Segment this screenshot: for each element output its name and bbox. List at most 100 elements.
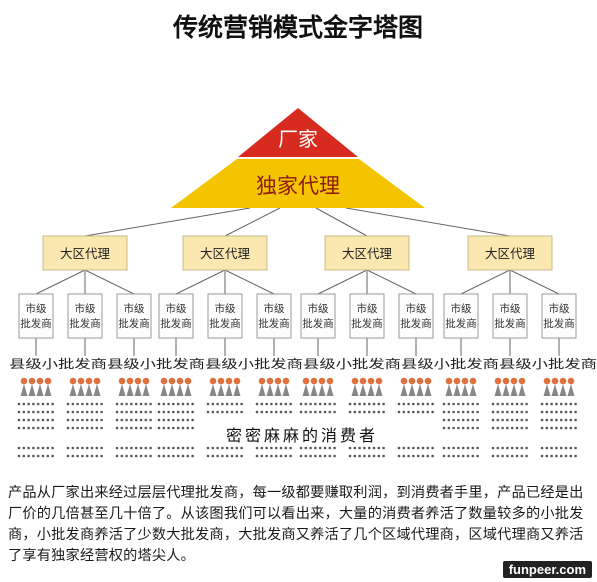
consumer-dot <box>309 410 312 414</box>
consumer-dot <box>333 454 336 458</box>
consumer-dot <box>476 446 479 450</box>
consumer-dot <box>191 418 194 422</box>
consumer-dot <box>496 446 500 450</box>
consumer-dot <box>564 426 568 430</box>
consumer-dot <box>515 426 519 430</box>
consumer-dot <box>491 402 495 406</box>
consumer-dot <box>353 410 357 414</box>
person-figure-head <box>126 377 134 385</box>
consumer-dot <box>452 426 455 430</box>
consumer-dot <box>120 410 124 414</box>
consumer-dot <box>66 426 70 430</box>
consumer-dot <box>162 418 166 422</box>
person-figure-head <box>69 377 77 385</box>
consumer-dot <box>442 418 446 422</box>
consumer-dot <box>540 418 544 422</box>
person-figure-body <box>69 384 77 396</box>
city-wholesaler-label: 批发商 <box>20 317 52 330</box>
consumer-dot <box>186 418 190 422</box>
consumer-dot <box>540 446 544 450</box>
consumer-dot <box>407 454 410 458</box>
consumer-dot <box>452 418 455 422</box>
consumer-dot <box>167 454 170 458</box>
person-figure-head <box>44 377 52 385</box>
consumer-dot <box>471 446 475 450</box>
regional-agent-label: 大区代理 <box>200 246 251 261</box>
consumer-dot <box>157 446 161 450</box>
person-figure-body <box>326 384 334 396</box>
consumer-dot <box>162 402 166 406</box>
person-figure-body <box>310 384 318 396</box>
connector-line <box>224 207 281 237</box>
consumer-dot <box>125 410 128 414</box>
consumer-dot <box>309 454 312 458</box>
consumer-dot <box>167 426 170 430</box>
consumer-dot <box>559 418 563 422</box>
consumer-dot <box>407 410 410 414</box>
watermark: funpeer.com <box>502 561 592 578</box>
consumer-dot <box>149 402 152 406</box>
consumer-dot <box>559 446 563 450</box>
consumer-dot <box>260 402 264 406</box>
consumer-dot <box>134 410 138 414</box>
person-figure-head <box>494 377 502 385</box>
consumer-dot <box>71 426 75 430</box>
consumer-dot <box>139 454 143 458</box>
consumer-dot <box>466 410 470 414</box>
person-figure-head <box>28 377 36 385</box>
caption-text: 产品从厂家出来经过层层代理批发商，每一级都要赚取利润，到消费者手里，产品已经是出… <box>8 485 584 564</box>
consumer-dot <box>496 402 500 406</box>
consumer-dot <box>372 402 376 406</box>
consumer-dot <box>130 446 133 450</box>
consumer-dot <box>157 454 161 458</box>
consumer-dot <box>32 446 35 450</box>
consumer-dot <box>255 454 259 458</box>
consumer-dot <box>525 454 528 458</box>
connector-line <box>315 207 368 237</box>
consumer-dot <box>377 454 381 458</box>
consumer-dot <box>491 410 495 414</box>
consumer-dot <box>447 418 451 422</box>
consumer-dot <box>100 426 103 430</box>
consumer-dot <box>115 454 119 458</box>
city-wholesaler-label: 批发商 <box>445 317 477 330</box>
consumer-dot <box>461 454 465 458</box>
consumer-dot <box>323 410 327 414</box>
consumer-dot <box>130 418 133 422</box>
person-figure-body <box>225 384 233 396</box>
consumer-dot <box>304 454 308 458</box>
city-wholesaler-label: 市级 <box>357 302 378 315</box>
consumer-dot <box>506 454 509 458</box>
consumer-dot <box>501 418 504 422</box>
consumer-dot <box>71 454 75 458</box>
consumer-dot <box>265 402 268 406</box>
consumer-dot <box>452 410 455 414</box>
consumer-dot <box>66 446 70 450</box>
consumer-dot <box>382 402 385 406</box>
consumer-dot <box>363 454 366 458</box>
consumer-dot <box>235 446 239 450</box>
consumer-dot <box>162 410 166 414</box>
person-figure-head <box>118 377 126 385</box>
consumer-dot <box>90 446 94 450</box>
consumer-dot <box>520 426 524 430</box>
person-figure-body <box>85 384 93 396</box>
person-figure-body <box>217 384 225 396</box>
person-figure-body <box>445 384 453 396</box>
consumer-dot <box>457 418 460 422</box>
consumer-dot <box>139 446 143 450</box>
consumer-dot <box>22 426 26 430</box>
consumer-dot <box>314 402 317 406</box>
consumer-dot <box>525 426 528 430</box>
person-figure-head <box>518 377 526 385</box>
consumer-dot <box>367 402 371 406</box>
consumer-dot <box>447 402 451 406</box>
consumer-dot <box>85 446 89 450</box>
consumer-dot <box>167 418 170 422</box>
city-wholesaler-box <box>443 293 479 339</box>
consumer-dot <box>120 426 124 430</box>
consumer-dot <box>461 418 465 422</box>
consumer-dot <box>265 446 268 450</box>
consumer-dot <box>186 402 190 406</box>
consumer-dot <box>167 402 170 406</box>
